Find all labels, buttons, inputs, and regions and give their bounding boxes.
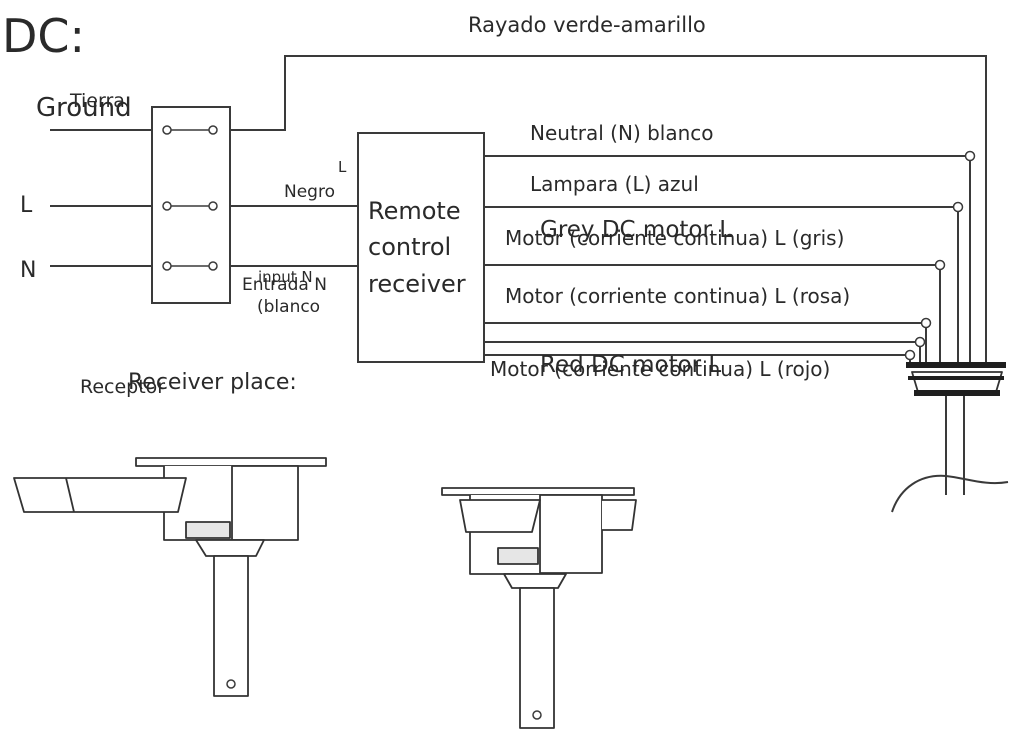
receiver-l-label: L <box>338 158 347 176</box>
placement-label-es: Receptor <box>80 376 165 398</box>
receiver-line2: control <box>368 233 451 261</box>
red-motor-label-es: Motor (corriente continua) L (rojo) <box>490 357 830 381</box>
receiver-line3: receiver <box>368 270 466 298</box>
placement-label-en: Receiver place: <box>128 370 297 395</box>
line-n-label: N <box>20 258 36 283</box>
diagram-title: DC: <box>2 9 85 63</box>
terminal-pairs <box>162 125 218 271</box>
receiver-n-label-en: input N <box>258 268 313 286</box>
receiver-placement-illustration-2 <box>441 487 637 729</box>
ground-wire <box>228 55 987 362</box>
remote-control-receiver <box>357 132 485 363</box>
output-wires <box>484 150 976 362</box>
receiver-placement-illustration-1 <box>13 457 327 697</box>
ground-wire-label: Rayado verde-amarillo <box>468 13 706 37</box>
grey-motor-label-en: Grey DC motor L <box>540 217 732 243</box>
fan-motor-illustration <box>891 362 1009 513</box>
ground-label-es: Tierra <box>69 90 125 112</box>
line-l-label: L <box>20 193 33 218</box>
neutral-wire-label: Neutral (N) blanco <box>530 121 714 145</box>
pink-motor-label-es: Motor (corriente continua) L (rosa) <box>505 284 850 308</box>
grey-motor-label-es: Motor (corriente continua) L (gris) <box>505 226 844 250</box>
receiver-n-label-es: Entrada N <box>242 275 327 295</box>
red-motor-label-en: Red DC motor L <box>540 352 721 378</box>
receiver-line1: Remote <box>368 197 461 225</box>
receiver-n-desc: (blanco <box>257 297 320 317</box>
receiver-l-desc: Negro <box>284 182 335 202</box>
lamp-wire-label: Lampara (L) azul <box>530 172 699 196</box>
ground-label-en: Ground <box>36 93 132 123</box>
